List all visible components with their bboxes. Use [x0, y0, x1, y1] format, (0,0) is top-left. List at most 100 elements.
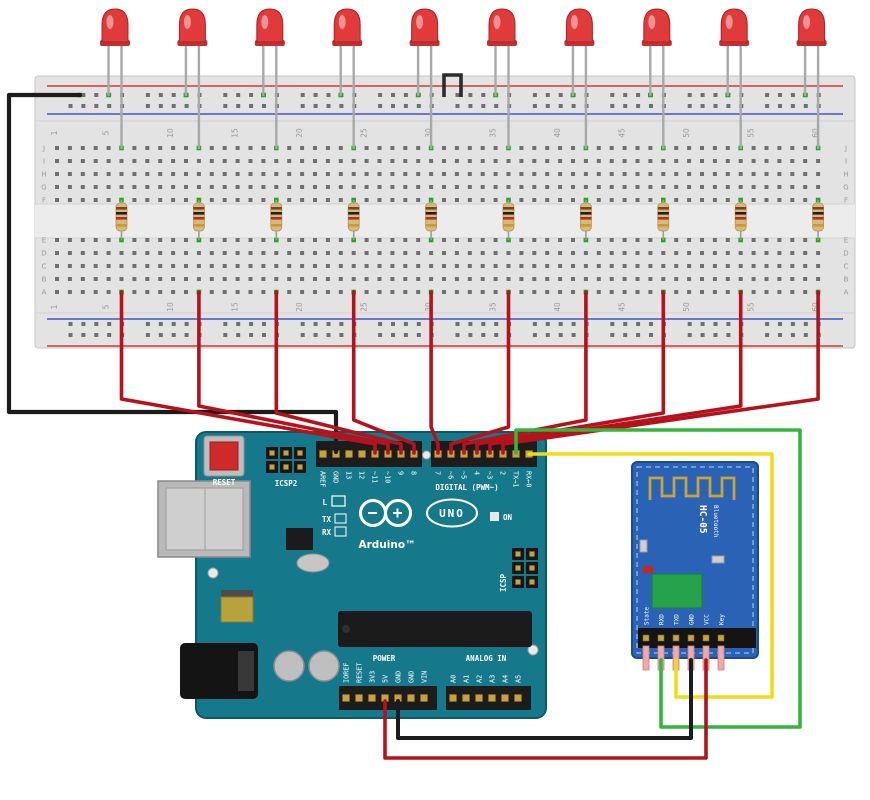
led-body: [411, 8, 439, 43]
row-letter: J: [844, 145, 847, 153]
model-label: UNO: [439, 507, 465, 520]
mounting-hole: [207, 567, 219, 579]
digital-pin-label: AREF: [319, 471, 327, 487]
bottom-pin-label: A1: [463, 675, 471, 683]
hc05-pin-label: VCC: [704, 614, 711, 625]
gnd-wire-breadboard[interactable]: [6, 92, 339, 455]
led[interactable]: [177, 8, 208, 150]
led[interactable]: [719, 8, 750, 150]
antenna: [648, 476, 736, 500]
led[interactable]: [409, 8, 440, 150]
reset-label: RESET: [213, 478, 236, 487]
tx-wire-green[interactable]: [514, 428, 802, 729]
led-tx-label: TX: [322, 515, 332, 524]
signal-wire-red[interactable]: [429, 290, 440, 455]
digital-pin-label: 9: [397, 471, 405, 475]
hc05-title: HC-05: [697, 505, 708, 534]
column-number: 45: [618, 128, 627, 138]
bottom-pin-label: A4: [502, 675, 510, 683]
digital-pin-label: ~5: [460, 471, 468, 479]
led-highlight: [106, 15, 114, 29]
led[interactable]: [796, 8, 827, 150]
jumper-wires[interactable]: [6, 92, 820, 760]
mounting-hole: [527, 644, 539, 656]
signal-wire-red[interactable]: [449, 290, 511, 455]
resistor[interactable]: [347, 200, 360, 240]
resistor[interactable]: [192, 200, 205, 240]
signal-wire-red[interactable]: [274, 290, 403, 455]
signal-wire-red[interactable]: [462, 290, 588, 455]
resistor-array[interactable]: [115, 200, 824, 240]
resistor[interactable]: [657, 200, 670, 240]
led[interactable]: [100, 8, 130, 150]
column-number: 25: [360, 302, 369, 312]
resistor[interactable]: [734, 200, 747, 240]
resistor[interactable]: [580, 200, 592, 240]
hc05-pin-header[interactable]: [638, 628, 756, 648]
led[interactable]: [564, 8, 595, 150]
column-number: 30: [424, 302, 433, 312]
column-number: 40: [553, 128, 562, 138]
digital-header-right[interactable]: [431, 441, 537, 467]
resistor[interactable]: [502, 200, 515, 240]
arduino-logo: [359, 499, 412, 527]
resistor[interactable]: [270, 200, 283, 240]
row-letter: H: [41, 171, 46, 179]
hc05-subtitle: Bluetooth: [712, 505, 719, 538]
center-gap: [35, 204, 855, 238]
hc05-vcc-wire[interactable]: [383, 658, 708, 760]
resistor[interactable]: [425, 200, 438, 240]
reset-button[interactable]: [203, 435, 245, 477]
led[interactable]: [254, 8, 285, 150]
hc05-pin-label: Key: [719, 614, 726, 625]
row-letter: A: [844, 289, 849, 297]
led-highlight: [493, 15, 501, 29]
uno-badge: [426, 498, 478, 528]
led[interactable]: [641, 8, 672, 150]
rail-jumper-wire[interactable]: [442, 73, 463, 97]
signal-wire-red[interactable]: [351, 290, 416, 455]
hc05-pin[interactable]: [717, 645, 725, 671]
resistor[interactable]: [812, 200, 824, 240]
row-letter: B: [844, 276, 849, 284]
led[interactable]: [332, 8, 363, 150]
bottom-pin-label: GND: [395, 671, 403, 683]
led-array[interactable]: [100, 8, 827, 150]
led-rx-indicator: [334, 526, 347, 537]
row-letter: B: [42, 276, 47, 284]
hc05-pcb: [631, 461, 759, 659]
rx-wire-yellow[interactable]: [527, 452, 774, 699]
row-letter: J: [42, 145, 45, 153]
hc05-gnd-wire[interactable]: [396, 658, 693, 740]
led[interactable]: [487, 8, 517, 150]
row-letter: H: [843, 171, 848, 179]
digital-pin-label: 7: [434, 471, 442, 475]
led-l-indicator: [331, 495, 346, 507]
row-letter: I: [43, 158, 45, 166]
voltage-regulator: [220, 596, 254, 623]
row-letter: D: [41, 250, 46, 258]
digital-pin-label: GND: [332, 471, 340, 483]
bottom-pin-label: 5V: [382, 675, 390, 683]
signal-wire-red[interactable]: [501, 290, 820, 455]
resistor[interactable]: [115, 200, 128, 240]
digital-pin-label: ~11: [371, 471, 379, 483]
row-letter: E: [844, 237, 848, 245]
crystal-oscillator: [296, 553, 330, 573]
led-body: [643, 8, 671, 43]
hc05-pin-label: GND: [689, 614, 696, 625]
hc05-pin[interactable]: [642, 645, 650, 671]
digital-header-left[interactable]: [316, 441, 422, 467]
arduino-uno-board[interactable]: RESET ICSP2 DIGITAL (PWM~) L TX RX UNO A…: [157, 431, 547, 719]
signal-wire-red[interactable]: [488, 290, 743, 455]
breadboard[interactable]: 1155101015152020252530303535404045455050…: [34, 75, 856, 349]
status-led: [643, 566, 653, 573]
column-number: 25: [360, 128, 369, 138]
column-number: 45: [618, 302, 627, 312]
signal-wire-red[interactable]: [119, 290, 377, 455]
signal-wire-red[interactable]: [197, 290, 390, 455]
